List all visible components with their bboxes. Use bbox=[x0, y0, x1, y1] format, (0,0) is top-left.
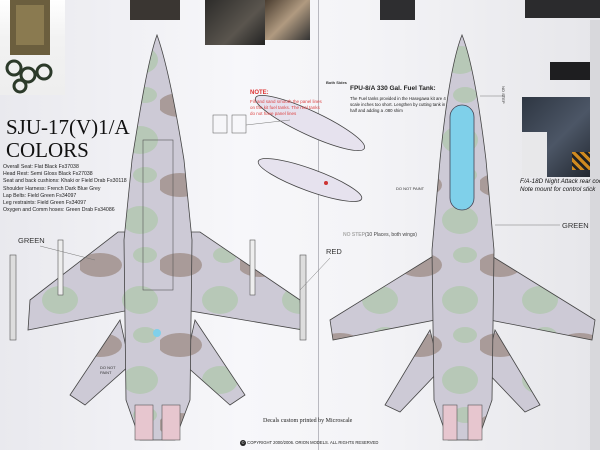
panel-photo-2 bbox=[525, 0, 600, 18]
exhaust-nozzle bbox=[161, 404, 181, 441]
color-item: Seat and back cushions: Khaki or Field D… bbox=[3, 178, 127, 185]
do-not-paint-right: DO NOT PAINT bbox=[396, 186, 425, 191]
green-callout-left: GREEN bbox=[18, 236, 45, 245]
copyright: © COPYRIGHT 2000/2006. ORION MODELS. ALL… bbox=[240, 440, 378, 446]
caption-line-2: Note mount for control stick bbox=[520, 186, 596, 193]
right-wing-top bbox=[489, 254, 596, 341]
cockpit-photo-3 bbox=[265, 0, 310, 40]
note-heading: NOTE: bbox=[250, 90, 269, 96]
page-fold bbox=[318, 0, 319, 450]
no-step-label: NO STEP bbox=[343, 232, 365, 238]
ejection-seat-image bbox=[5, 0, 53, 94]
decals-credit: Decals custom printed by Microscale bbox=[263, 418, 353, 424]
seat-colors-title: SJU-17(V)1/A COLORS bbox=[6, 116, 130, 162]
green-callout-right: GREEN bbox=[562, 221, 589, 230]
sheet-edge bbox=[590, 20, 600, 450]
fuel-tank-text: The Fuel tanks provided in the Hasegawa … bbox=[350, 96, 446, 113]
left-stabilizer bbox=[69, 318, 131, 406]
fuselage-top bbox=[431, 33, 495, 441]
color-item: Leg restraints: Field Green Fs34097 bbox=[3, 200, 87, 207]
color-item: Head Rest: Semi Gloss Black Fs27038 bbox=[3, 171, 93, 178]
color-item: Oxygen and Comm hoses: Green Drab Fs3408… bbox=[3, 207, 115, 214]
left-wing-top bbox=[329, 254, 436, 341]
cockpit-photo-4 bbox=[380, 0, 415, 20]
both-sides-label: Both Sides bbox=[326, 80, 347, 85]
color-item: Overall Seat: Flat Black Fs37038 bbox=[3, 164, 79, 170]
note-text: Fill and sand smooth the panel lines on … bbox=[250, 99, 322, 116]
aircraft-underside bbox=[9, 33, 307, 441]
copyright-text: COPYRIGHT 2000/2006. ORION MODELS. ALL R… bbox=[247, 440, 379, 445]
copyright-icon: © bbox=[240, 440, 246, 446]
seat-color-list: Overall Seat: Flat Black Fs37038 Head Re… bbox=[3, 164, 127, 214]
rear-cockpit-photo bbox=[522, 97, 600, 177]
ejection-seat-photo bbox=[0, 0, 65, 95]
no-step-note: (10 Places, both wings) bbox=[364, 232, 417, 238]
color-item: Shoulder Harness: French Dark Blue Grey bbox=[3, 185, 101, 192]
fuel-tank-heading: FPU-8/A 330 Gal. Fuel Tank: bbox=[350, 85, 436, 92]
photo-caption: F/A-18D Night Attack rear cockpit. Note … bbox=[520, 178, 600, 194]
cockpit-photo-2 bbox=[205, 0, 265, 45]
wingtip-missile bbox=[9, 254, 17, 341]
cockpit-photo-1 bbox=[130, 0, 180, 20]
panel-photo-1 bbox=[550, 62, 595, 80]
no-step-nose-callout: NO STEP bbox=[501, 86, 506, 104]
fuel-tank-drawing-2 bbox=[257, 158, 363, 202]
canopy bbox=[449, 104, 475, 211]
fuel-tank-drawing-1 bbox=[254, 95, 366, 151]
do-not-paint-left: DO NOT PAINT bbox=[100, 365, 116, 375]
title-line-2: COLORS bbox=[6, 138, 89, 162]
right-stabilizer bbox=[184, 318, 246, 406]
title-line-1: SJU-17(V)1/A bbox=[6, 115, 130, 139]
wingtip-missile bbox=[299, 254, 307, 341]
right-wing bbox=[184, 231, 304, 331]
fuselage bbox=[123, 33, 193, 441]
red-callout: RED bbox=[326, 247, 342, 256]
aircraft-topside bbox=[329, 33, 596, 441]
no-step-wings-callout: NO STEP(10 Places, both wings) bbox=[343, 232, 417, 238]
color-item: Lap Belts: Field Green Fs34097 bbox=[3, 192, 77, 199]
caption-line-1: F/A-18D Night Attack rear cockpit. bbox=[520, 178, 600, 185]
exhaust-nozzle bbox=[134, 404, 154, 441]
